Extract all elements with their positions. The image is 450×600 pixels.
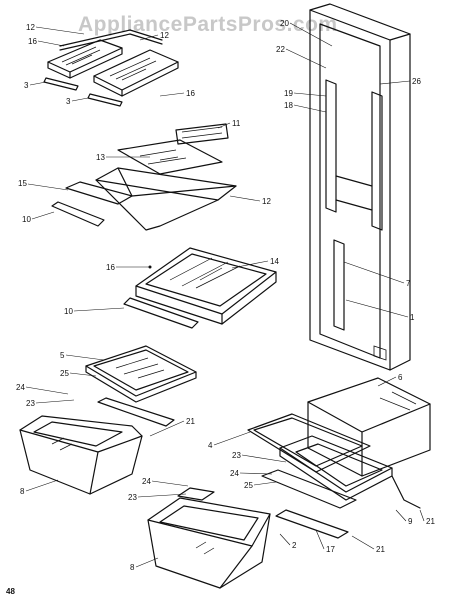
callout-18: 18 bbox=[284, 101, 293, 110]
callout-10: 10 bbox=[64, 307, 73, 316]
callout-13: 13 bbox=[96, 153, 105, 162]
callouts-layer: 12 16 12 3 3 16 11 13 15 10 12 16 14 10 … bbox=[16, 19, 435, 572]
callout-2: 2 bbox=[292, 541, 297, 550]
callout-3: 3 bbox=[24, 81, 29, 90]
callout-16: 16 bbox=[28, 37, 37, 46]
callout-21: 21 bbox=[376, 545, 385, 554]
callout-12: 12 bbox=[160, 31, 169, 40]
framed-shelf-drawing bbox=[123, 247, 277, 329]
callout-6: 6 bbox=[398, 373, 403, 382]
callout-4: 4 bbox=[208, 441, 213, 450]
callout-5: 5 bbox=[60, 351, 65, 360]
callout-3: 3 bbox=[66, 97, 71, 106]
callout-24: 24 bbox=[16, 383, 25, 392]
left-crisper-drawing bbox=[19, 345, 197, 495]
callout-26: 26 bbox=[412, 77, 421, 86]
twin-shelves-drawing bbox=[43, 29, 179, 107]
callout-19: 19 bbox=[284, 89, 293, 98]
callout-16: 16 bbox=[106, 263, 115, 272]
cabinet-wall-drawing bbox=[309, 3, 411, 371]
callout-1: 1 bbox=[410, 313, 415, 322]
callout-8: 8 bbox=[20, 487, 25, 496]
callout-14: 14 bbox=[270, 257, 279, 266]
callout-16: 16 bbox=[186, 89, 195, 98]
bottom-left-drawer-drawing bbox=[147, 487, 271, 589]
callout-25: 25 bbox=[244, 481, 253, 490]
callout-20: 20 bbox=[280, 19, 289, 28]
callout-22: 22 bbox=[276, 45, 285, 54]
callout-23: 23 bbox=[128, 493, 137, 502]
callout-23: 23 bbox=[232, 451, 241, 460]
crisper-cabinet-drawing bbox=[247, 377, 431, 539]
watermark-text: AppliancePartsPros.com bbox=[78, 13, 338, 36]
callout-21: 21 bbox=[426, 517, 435, 526]
callout-12: 12 bbox=[262, 197, 271, 206]
callout-15: 15 bbox=[18, 179, 27, 188]
callout-21: 21 bbox=[186, 417, 195, 426]
page-number: 48 bbox=[6, 587, 15, 596]
callout-7: 7 bbox=[406, 279, 411, 288]
callout-11: 11 bbox=[232, 119, 241, 128]
callout-10: 10 bbox=[22, 215, 31, 224]
glass-shelf-drawing bbox=[51, 123, 237, 231]
callout-25: 25 bbox=[60, 369, 69, 378]
callout-9: 9 bbox=[408, 517, 413, 526]
callout-8: 8 bbox=[130, 563, 135, 572]
callout-24: 24 bbox=[230, 469, 239, 478]
callout-23: 23 bbox=[26, 399, 35, 408]
callout-12: 12 bbox=[26, 23, 35, 32]
callout-17: 17 bbox=[326, 545, 335, 554]
callout-24: 24 bbox=[142, 477, 151, 486]
